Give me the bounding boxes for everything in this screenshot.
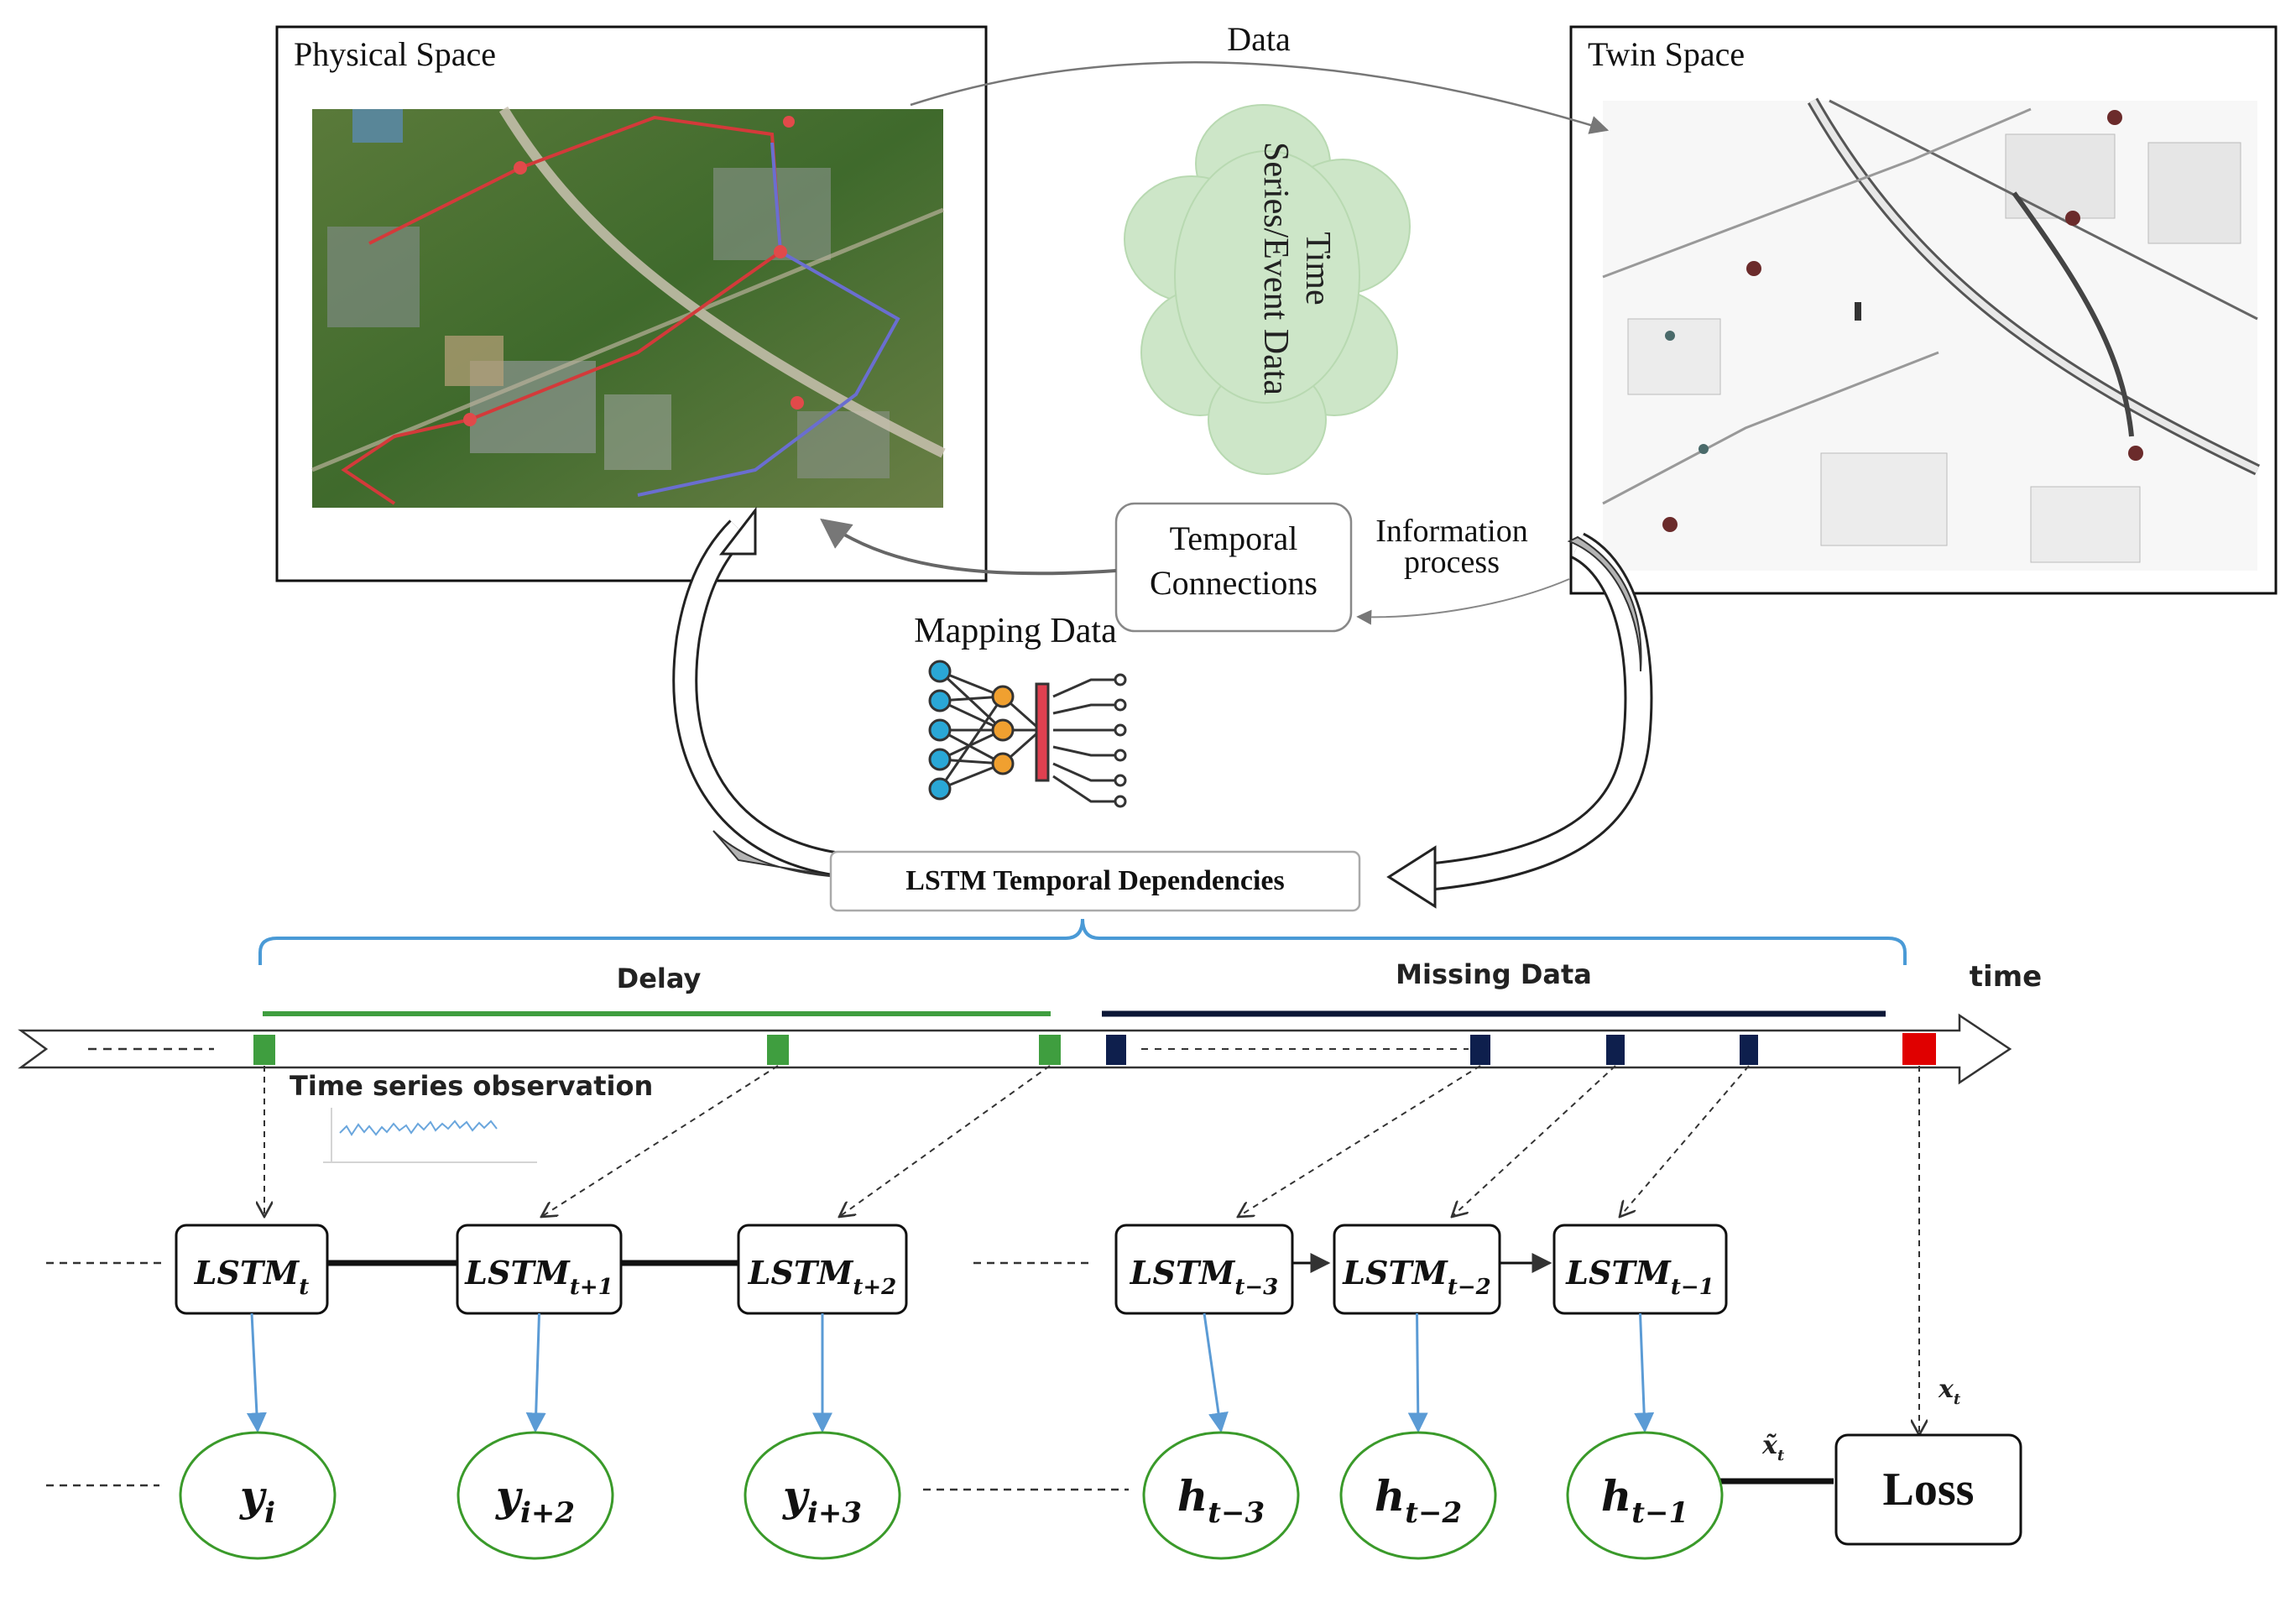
lstm-cell: LSTMt−1 (1552, 1224, 1728, 1315)
loss-box: Loss (1834, 1433, 2022, 1546)
physical-space-title: Physical Space (294, 35, 496, 73)
mapping-data-label: Mapping Data (914, 612, 1117, 650)
output-node: yi+3 (744, 1431, 901, 1560)
lstm-output-arrow (1203, 1313, 1229, 1433)
time-series-cloud: Time Series/Event Data (1124, 104, 1411, 475)
lstm-cell: LSTMt−3 (1114, 1224, 1294, 1315)
svg-text:Information: Information (1375, 514, 1528, 549)
output-node: ht−1 (1566, 1431, 1724, 1560)
lstm-cell: LSTMt (175, 1224, 329, 1315)
output-node: yi (179, 1431, 337, 1560)
twin-to-lstm-curved-arrow (1386, 532, 1653, 909)
lstm-cell-label: LSTMt+1 (464, 1254, 613, 1300)
lstm-output-arrow (1407, 1313, 1428, 1433)
temporal-connections-line2: Connections (1150, 564, 1318, 602)
output-node: ht−3 (1142, 1431, 1300, 1560)
data-label: Data (1227, 20, 1291, 58)
physical-space-panel: Physical Space (275, 25, 988, 582)
temporal-to-physical-arrow (820, 518, 1117, 576)
lstm-cell-label: LSTMt−3 (1130, 1254, 1278, 1300)
time-label: time (1970, 960, 2042, 994)
lstm-temporal-dependencies-box: LSTM Temporal Dependencies (829, 850, 1361, 912)
mini-time-series-thumbnail (323, 1108, 537, 1163)
output-node-label: yi+3 (782, 1471, 862, 1530)
missing-data-label: Missing Data (1396, 958, 1592, 990)
observation-to-lstm-arrows (264, 1065, 1919, 1435)
svg-text:xt: xt (1938, 1375, 1961, 1408)
output-node-label: yi+2 (495, 1471, 575, 1530)
cloud-line1: Time (1298, 232, 1337, 305)
information-process-label: Information process (1375, 514, 1528, 580)
output-node: ht−2 (1339, 1431, 1497, 1560)
x-t-label: xt (1938, 1375, 1961, 1408)
twin-space-panel: Twin Space (1569, 25, 2278, 595)
output-node: yi+2 (457, 1431, 614, 1560)
output-row-connectors (46, 1478, 1834, 1491)
lstm-to-output-arrows (246, 1313, 1655, 1433)
neural-network-icon (928, 660, 1127, 808)
twin-map-image (1602, 97, 2261, 571)
lstm-output-arrow (525, 1313, 546, 1433)
data-link: Data (910, 20, 1610, 134)
missing-observation-markers (1106, 1035, 1758, 1065)
output-node-label: ht−2 (1375, 1471, 1462, 1530)
output-node-label: ht−3 (1177, 1471, 1265, 1530)
svg-text:LSTM Temporal Dependencies: LSTM Temporal Dependencies (905, 865, 1284, 896)
timeline: Delay Missing Data time Time series obse… (18, 958, 2042, 1163)
lstm-to-physical-curved-arrow (672, 506, 842, 878)
lstm-cell-label: LSTMt−2 (1342, 1254, 1490, 1300)
delay-observation-markers (253, 1035, 1061, 1065)
x-hat-t-label: x̃t (1761, 1431, 1785, 1464)
lstm-output-arrow (1634, 1313, 1655, 1433)
svg-text:x̃t: x̃t (1761, 1431, 1785, 1464)
lstm-cells: LSTMt LSTMt+1 LSTMt+2 LSTMt−3 LSTMt−2 LSTMt−1 (175, 1224, 1728, 1315)
twin-space-title: Twin Space (1588, 35, 1745, 73)
timeline-brace (258, 918, 1907, 965)
output-node-label: ht−1 (1601, 1471, 1688, 1530)
lstm-cell: LSTMt+1 (456, 1224, 623, 1315)
temporal-connections-box: Temporal Connections (1114, 502, 1353, 633)
output-node-label: yi (239, 1471, 275, 1530)
loss-label: Loss (1883, 1464, 1975, 1516)
output-nodes: yi yi+2 yi+3 ht−3 ht−2 ht−1 (179, 1431, 1724, 1560)
cloud-line2: Series/Event Data (1256, 142, 1295, 395)
satellite-map-image (311, 106, 946, 508)
lstm-cell-label: LSTMt+2 (748, 1254, 896, 1300)
lstm-output-arrow (246, 1313, 267, 1433)
svg-text:process: process (1404, 545, 1500, 580)
current-observation-marker (1902, 1033, 1936, 1065)
lstm-cell: LSTMt−2 (1333, 1224, 1501, 1315)
lstm-cell: LSTMt+2 (737, 1224, 908, 1315)
lstm-cell-label: LSTMt−1 (1565, 1254, 1714, 1300)
delay-label: Delay (617, 963, 702, 994)
twin-to-temporal-arrow (1356, 578, 1570, 625)
temporal-connections-line1: Temporal (1170, 519, 1298, 557)
lstm-cell-label: LSTMt (194, 1254, 310, 1300)
time-series-observation-label: Time series observation (290, 1070, 653, 1102)
